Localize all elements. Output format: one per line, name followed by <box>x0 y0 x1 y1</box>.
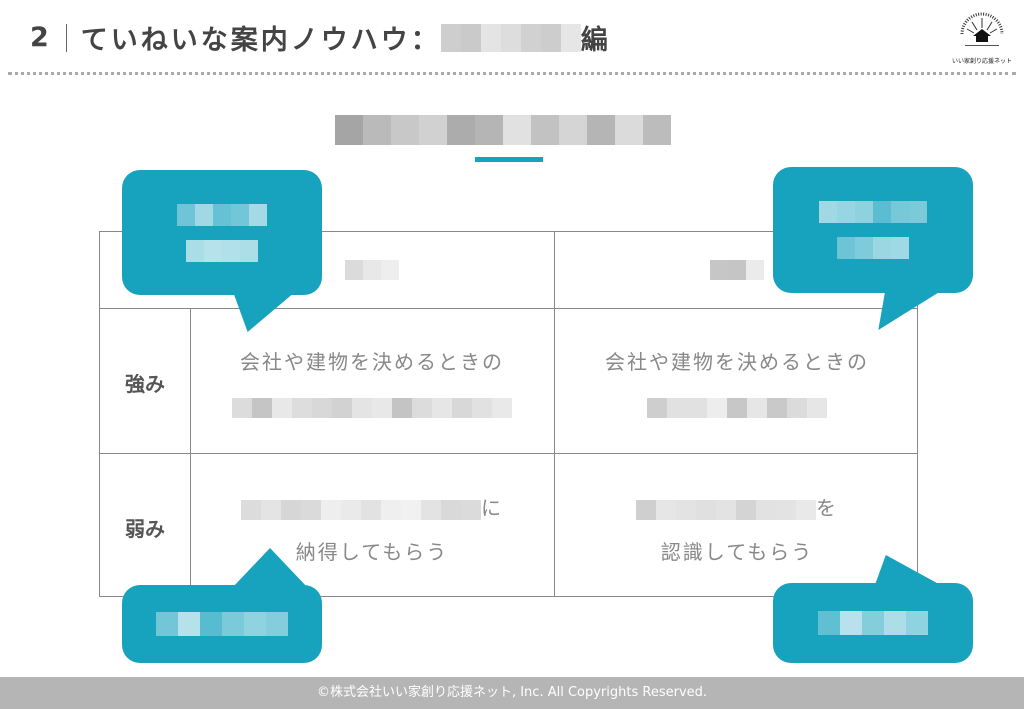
speech-bubble-bottom-right <box>773 583 973 663</box>
redacted-text <box>440 23 581 52</box>
speech-bubble-bottom-left <box>122 585 322 663</box>
section-number: 2 <box>30 22 52 53</box>
speech-bubble-top-right <box>773 167 973 293</box>
redacted-column-header <box>345 260 399 280</box>
title-suffix: 編 <box>580 25 611 56</box>
subtitle-underline <box>475 157 543 162</box>
speech-bubble-top-left <box>122 170 322 295</box>
comparison-table: 強み 弱み 会社や建物を決めるときの 会社や建物を決めるときの に 納得してもら… <box>99 231 918 597</box>
title-text: ていねいな案内ノウハウ： <box>80 25 441 56</box>
cell-strength-right: 会社や建物を決めるときの <box>555 340 919 428</box>
redacted-subtitle <box>335 115 671 145</box>
row-label-strengths: 強み <box>125 372 165 396</box>
dotted-divider <box>8 72 1016 75</box>
row-label-weaknesses: 弱み <box>125 517 165 541</box>
footer-copyright: ©株式会社いい家創り応援ネット, Inc. All Copyrights Res… <box>0 677 1024 709</box>
cell-weakness-left: に 納得してもらう <box>190 486 554 574</box>
cell-strength-left: 会社や建物を決めるときの <box>190 340 554 428</box>
title-separator <box>65 23 67 52</box>
logo-emblem-icon <box>960 12 1004 46</box>
cell-weakness-right: を 認識してもらう <box>555 486 919 574</box>
logo-text: いい家創り応援ネット <box>951 58 1012 65</box>
company-logo: いい家創り応援ネット <box>946 4 1018 68</box>
redacted-column-header <box>710 260 764 280</box>
slide-title: 2 ていねいな案内ノウハウ： 編 <box>30 18 611 57</box>
